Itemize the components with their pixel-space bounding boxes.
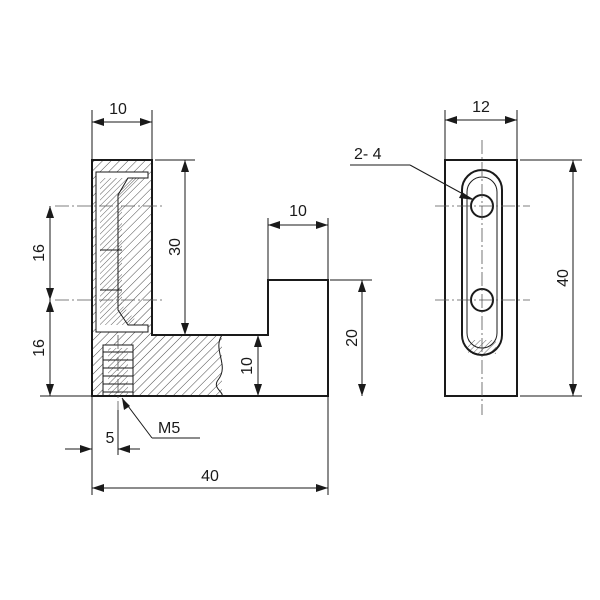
dim-overall-length: 40 xyxy=(201,468,219,485)
dim-height-10: 10 xyxy=(239,357,256,375)
dim-top-width: 10 xyxy=(109,101,127,118)
dim-side-height: 40 xyxy=(555,269,572,287)
dim-step-width: 10 xyxy=(289,203,307,220)
dim-thread-offset: 5 xyxy=(106,430,115,447)
front-view xyxy=(55,159,329,410)
thread-label: M5 xyxy=(158,420,180,437)
side-view xyxy=(435,140,530,415)
side-outline xyxy=(444,159,518,397)
dim-lower-16: 16 xyxy=(31,339,48,357)
dimensions: 10 30 16 16 10 20 10 xyxy=(31,99,582,495)
dim-height-30: 30 xyxy=(167,238,184,256)
dim-upper-16: 16 xyxy=(31,244,48,262)
break-line xyxy=(215,334,223,397)
holes-label: 2- 4 xyxy=(354,146,382,163)
insert-section xyxy=(100,178,140,325)
dim-height-20: 20 xyxy=(344,329,361,347)
dim-side-width: 12 xyxy=(472,99,490,116)
